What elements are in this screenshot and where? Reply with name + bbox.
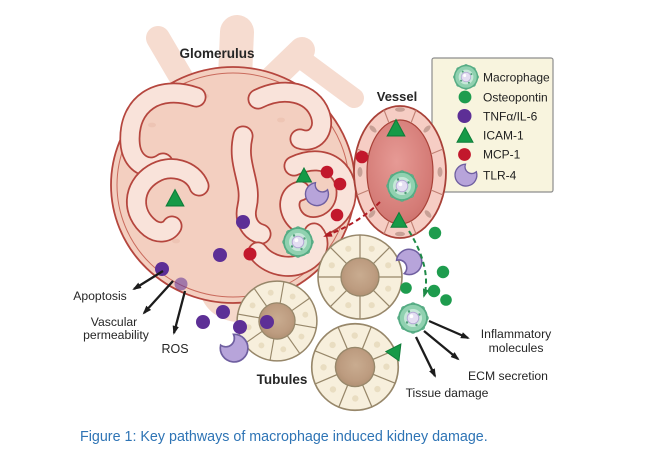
osteopontin-dots <box>400 226 452 306</box>
vessel-wall-junctions <box>356 109 444 235</box>
label-glomerulus: Glomerulus <box>179 46 254 61</box>
mcp1-dot <box>333 177 347 191</box>
legend-label-icam1: ICAM-1 <box>483 129 524 143</box>
branch-to-vessel <box>290 48 364 108</box>
legend-label-tnf-il6: TNFα/IL-6 <box>483 110 538 124</box>
figure-caption: Figure 1: Key pathways of macrophage ind… <box>80 429 488 445</box>
label-inflammatory-line1: Inflammatory <box>481 327 552 341</box>
arrow-to-tissue-damage <box>414 336 437 378</box>
legend-label-macrophage: Macrophage <box>483 71 550 85</box>
osteopontin-dot <box>436 265 450 279</box>
arrow-to-ros <box>172 290 187 335</box>
label-tubules: Tubules <box>257 372 308 387</box>
red-dot-icon <box>458 148 471 161</box>
arrow-to-vascular-permeability <box>142 280 174 315</box>
mcp1-dot <box>320 165 334 179</box>
mcp1-dot <box>243 247 257 261</box>
purple-dot-icon <box>457 109 472 123</box>
osteopontin-dot <box>440 294 452 306</box>
capillary-loops <box>119 81 357 277</box>
label-ecm-secretion: ECM secretion <box>468 369 548 383</box>
mcp1-dot <box>355 150 369 164</box>
label-vascular-line2: permeability <box>83 328 150 342</box>
tnf-dot <box>213 248 227 262</box>
label-ros: ROS <box>161 342 188 356</box>
arrow-to-apoptosis <box>132 270 164 291</box>
legend-label-tlr4: TLR-4 <box>483 169 517 183</box>
macrophage-interstitial <box>396 301 430 335</box>
legend: Macrophage Osteopontin TNFα/IL-6 ICAM-1 … <box>431 57 554 193</box>
arrow-to-inflammatory-molecules <box>428 319 470 340</box>
mcp1-dots <box>243 150 369 261</box>
tnf-dot <box>216 305 230 319</box>
green-dot-icon <box>458 90 472 104</box>
legend-label-osteopontin: Osteopontin <box>483 91 548 105</box>
tnf-dot <box>196 315 210 329</box>
macrophage-cell-icon <box>452 63 480 91</box>
legend-label-mcp1: MCP-1 <box>483 148 521 162</box>
macrophage-in-vessel <box>385 169 419 203</box>
tnf-dot <box>233 320 247 334</box>
label-tissue-damage: Tissue damage <box>406 386 489 400</box>
label-apoptosis: Apoptosis <box>73 289 127 303</box>
tnf-dot <box>236 215 250 229</box>
mcp1-dot <box>330 208 344 222</box>
green-dashed-migration-arrow <box>408 230 430 298</box>
osteopontin-dot <box>428 226 442 240</box>
tubule-upper <box>317 234 403 320</box>
osteopontin-dot <box>427 284 441 298</box>
tnf-dot <box>260 315 274 329</box>
label-inflammatory-line2: molecules <box>489 341 544 355</box>
macrophage-in-glomerulus <box>281 225 315 259</box>
tnf-dot-faded <box>174 277 188 291</box>
label-vessel: Vessel <box>377 89 418 104</box>
arrow-to-ecm-secretion <box>423 330 460 361</box>
tnf-il6-dots <box>155 215 274 334</box>
osteopontin-dot <box>400 282 412 294</box>
label-vascular-line1: Vascular <box>91 315 138 329</box>
vessel-wall-nuclei <box>357 107 443 237</box>
effect-arrows <box>132 270 470 378</box>
